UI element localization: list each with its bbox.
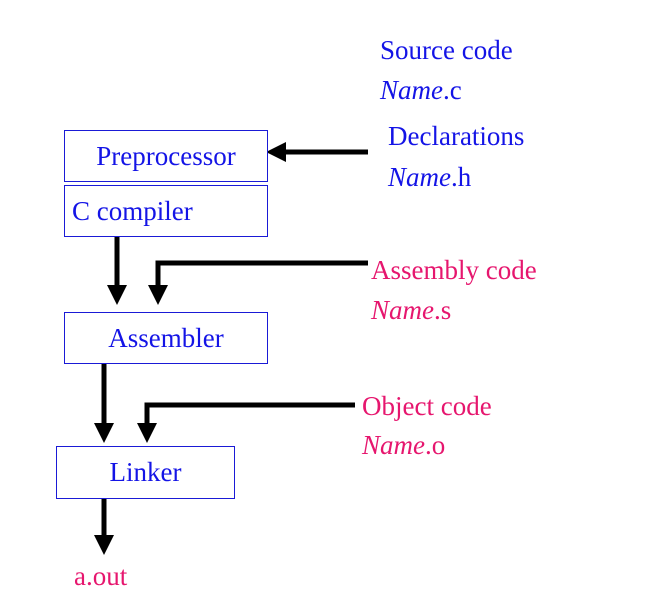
object-code-filename: Name.o: [362, 432, 445, 459]
assembler-label: Assembler: [108, 322, 224, 353]
assembly-code-title: Assembly code: [371, 255, 537, 285]
declarations-name: Name: [388, 162, 451, 192]
assembly-code-filename: Name.s: [371, 297, 451, 324]
source-code-name: Name: [380, 75, 443, 105]
linker-box: Linker: [56, 446, 235, 499]
assembler-box: Assembler: [64, 312, 268, 364]
arrow-assembly-code-to-assembler: [148, 260, 368, 305]
source-code-title: Source code: [380, 35, 513, 65]
output-a-out: a.out: [74, 561, 128, 591]
object-code-name: Name: [362, 430, 425, 460]
assembly-code-ext: .s: [434, 295, 452, 325]
declarations-ext: .h: [451, 162, 472, 192]
assembly-code-name: Name: [371, 295, 434, 325]
c-compiler-label: C compiler: [72, 195, 193, 226]
declarations-title: Declarations: [388, 121, 525, 151]
linker-label: Linker: [109, 457, 182, 487]
object-code-title: Object code: [362, 391, 492, 421]
declarations-filename: Name.h: [388, 164, 471, 191]
object-code-ext: .o: [425, 430, 446, 460]
c-compiler-box: C compiler: [64, 185, 268, 237]
arrow-object-code-to-linker: [137, 402, 355, 443]
preprocessor-box: Preprocessor: [64, 130, 268, 182]
source-code-ext: .c: [443, 75, 462, 105]
source-code-filename: Name.c: [380, 77, 462, 104]
preprocessor-label: Preprocessor: [96, 140, 236, 171]
